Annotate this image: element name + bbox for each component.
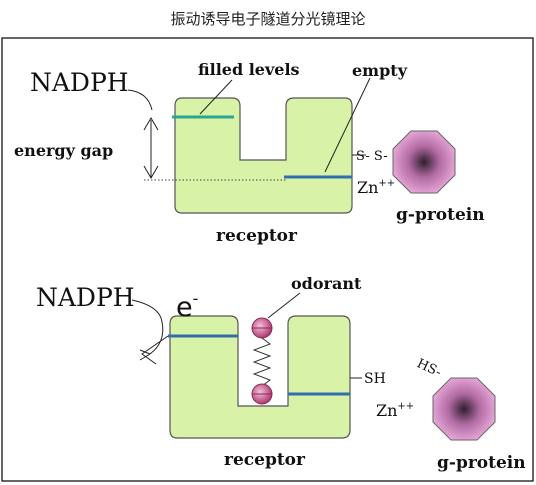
energy-gap-arrowhead-up [143,117,159,131]
odorant-label: odorant [291,274,362,293]
energy-gap-label: energy gap [14,141,113,160]
odorant-pointer [267,292,301,319]
filled-levels-pointer [199,79,233,115]
nadph-label-bottom: NADPH [36,283,135,312]
electron-arrow [141,335,169,365]
figure-caption: 振动诱导电子隧道分光镜理论 [170,10,366,28]
sh-label: SH [364,371,386,387]
electron-label: e- [176,289,198,323]
empty-pointer [324,77,371,173]
nadph-label-top: NADPH [30,68,129,97]
g-protein-label-bottom: g-protein [437,453,526,473]
receptor-label-top: receptor [216,226,298,246]
g-protein-top [392,130,456,194]
zn-label-top: Zn++ [357,178,395,197]
panel-top: NADPH filled levels empty energy gap S- … [14,60,485,246]
odorant-spring [252,337,272,387]
energy-gap-arrowhead-down [143,165,159,179]
ss-label: S- S- [356,149,388,164]
panel-bottom: NADPH e- odorant SH HS- Zn++ receptor g-… [36,274,526,473]
g-protein-bottom [432,377,496,441]
receptor-label-bottom: receptor [224,450,306,470]
receptor-shape-top [174,97,353,214]
zn-label-bottom: Zn++ [376,401,414,420]
receptor-shape-bottom [169,315,351,439]
empty-label: empty [352,61,408,80]
filled-levels-label: filled levels [198,60,300,79]
nadph-pointer-top [127,89,153,111]
g-protein-label-top: g-protein [396,205,485,225]
